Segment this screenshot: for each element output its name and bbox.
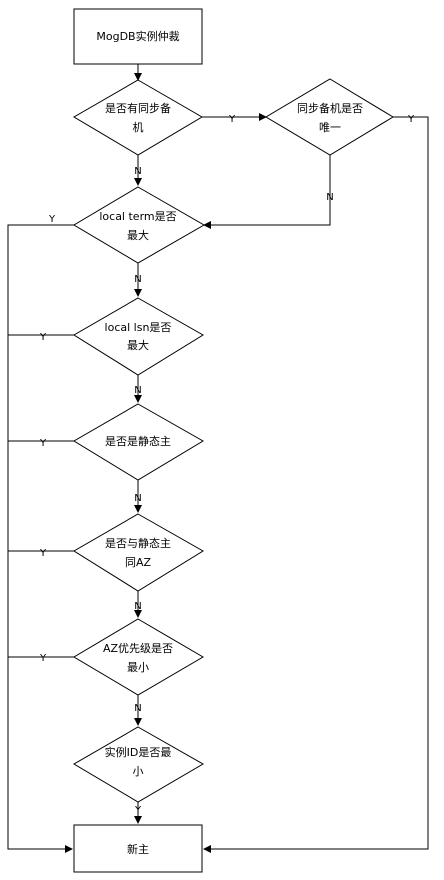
d5-label: 是否是静态主 — [105, 434, 171, 448]
edge-label-y-d5: Y — [39, 438, 47, 449]
d4-label-line2: 最大 — [127, 338, 149, 352]
edge-d2-d3 — [203, 155, 331, 229]
edge-label-y-d4: Y — [39, 332, 47, 343]
decision-sync-unique — [265, 78, 394, 156]
edge-label-y-d1: Y — [228, 114, 236, 125]
edge-label-y-d2: Y — [407, 114, 415, 125]
edge-label-n-d4: N — [134, 385, 141, 396]
start-label: MogDB实例仲裁 — [96, 29, 179, 43]
d1-label-line2: 机 — [133, 120, 144, 134]
decision-az-priority — [73, 618, 204, 696]
d8-label-line1: 实例ID是否最 — [105, 745, 172, 759]
d3-label-line1: local term是否 — [99, 210, 176, 223]
edge-label-y-d7: Y — [39, 653, 47, 664]
edge-d2-end — [203, 116, 429, 853]
d6-label-line1: 是否与静态主 — [105, 536, 171, 550]
d8-label-line2: 小 — [133, 765, 144, 778]
decision-instance-id — [73, 726, 205, 803]
edge-label-y-d6: Y — [39, 548, 47, 559]
d3-label-line2: 最大 — [127, 228, 149, 242]
edge-label-n-d1: N — [134, 166, 141, 177]
decision-local-lsn — [73, 297, 204, 376]
decision-local-term — [73, 186, 206, 264]
d6-label-line2: 同AZ — [125, 556, 152, 569]
edge-left-bus — [7, 224, 74, 853]
d2-label-line2: 唯一 — [319, 121, 341, 134]
d4-label-line1: local lsn是否 — [105, 321, 172, 334]
d1-label-line1: 是否有同步备 — [105, 101, 171, 115]
d2-label-line1: 同步备机是否 — [297, 101, 363, 115]
start-box — [73, 8, 203, 65]
edge-label-n-d5: N — [134, 493, 141, 504]
decision-same-az — [73, 513, 204, 592]
edge-label-y-d8: Y — [134, 805, 142, 816]
end-box — [73, 824, 203, 873]
edge-label-n-d3: N — [134, 274, 141, 285]
decision-static-primary — [73, 403, 204, 481]
edge-label-n-d6: N — [134, 601, 141, 612]
edge-label-n-d2: N — [326, 192, 333, 203]
d7-label-line2: 最小 — [127, 661, 149, 674]
decision-sync-standby — [73, 79, 203, 156]
end-label: 新主 — [127, 842, 149, 856]
edge-label-y-d3: Y — [48, 214, 56, 225]
d7-label-line1: AZ优先级是否 — [103, 642, 173, 655]
edge-label-n-d7: N — [134, 703, 141, 714]
